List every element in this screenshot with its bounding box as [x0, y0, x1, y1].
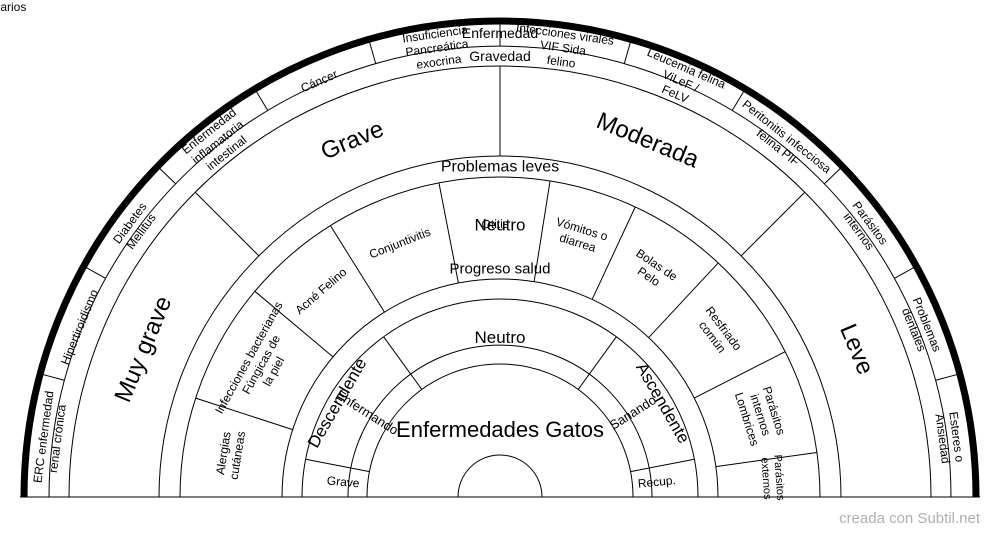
ring-arc-8	[48, 45, 952, 498]
ring1-divider-0	[305, 458, 370, 473]
ring3-divider-8	[715, 451, 817, 468]
ring-arc-0	[457, 454, 543, 498]
ring3-label-9-line: externos	[758, 457, 773, 500]
ring5-divider-3	[254, 88, 269, 111]
ring4-title: Gravedad	[469, 48, 530, 64]
ring3-title-line: Problemas leves	[441, 159, 559, 176]
ring5-title: Enfermedad	[462, 25, 538, 41]
ring4-divider-0	[194, 191, 260, 257]
ring4-divider-2	[740, 191, 806, 257]
ring-arc-4	[281, 278, 719, 498]
ring3-divider-3	[438, 182, 459, 284]
ring3-label-4: Otitis	[481, 217, 509, 231]
ring-arc-1	[366, 363, 634, 498]
ring5-divider-4	[368, 39, 377, 64]
ring5-divider-9	[894, 265, 917, 279]
ring2-label-neutro: Neutro	[474, 216, 525, 235]
ring5-label-6-line: VIF Sida	[539, 38, 587, 58]
ring3-divider-5	[591, 206, 636, 300]
ring1-label-neutro-line: Neutro	[474, 328, 525, 347]
ring1-label-text: Grave	[326, 473, 360, 490]
ring2-title-line: Progreso salud	[450, 261, 551, 278]
ring5-divider-1	[83, 265, 106, 279]
ring3-divider-0	[195, 397, 293, 431]
ring5-label-12-line: mamarios	[0, 0, 26, 14]
ring4-label-3: Leve	[834, 320, 879, 378]
ring5-label-6-line: felino	[546, 53, 577, 71]
ring4-label-1-line: Grave	[317, 115, 388, 165]
ring4-label-3-line: Leve	[834, 320, 879, 378]
ring4-label-0: Muy grave	[109, 292, 177, 406]
ring5-divider-7	[731, 88, 746, 111]
ring1-divider-1	[383, 336, 423, 390]
ring5-divider-0	[40, 373, 65, 381]
ring3-label-9-line: Parásitos	[771, 454, 786, 501]
ring5-divider-8	[824, 165, 843, 185]
ring-arc-3	[301, 298, 699, 498]
ring4-label-1: Grave	[317, 115, 388, 165]
sunburst-labels: Enfermedades GatosGraveEnfermandoNeutroS…	[0, 0, 967, 501]
ring3-label-2-line: Acné Felino	[292, 265, 349, 317]
ring5-label-11-line: Ansiedad	[932, 413, 952, 464]
ring3-title: Problemas leves	[441, 159, 559, 176]
ring5-title-line: Enfermedad	[462, 25, 538, 41]
ring5-label-5-line: exocrina	[415, 52, 462, 72]
ring3-label-3-line: Conjuntivitis	[367, 225, 432, 262]
credit-text: creada con Subtil.net	[839, 510, 980, 527]
ring5-label-12: Quistesmamarios	[0, 0, 26, 14]
ring2-label-neutro-line: Neutro	[474, 216, 525, 235]
ring1-label-4: Recup.	[637, 473, 676, 491]
ring3-divider-7	[694, 351, 786, 399]
center-label: Enfermedades Gatos	[396, 417, 604, 442]
ring3-divider-2	[330, 225, 385, 313]
ring3-divider-6	[648, 262, 719, 338]
ring5-divider-6	[623, 39, 632, 64]
ring3-divider-4	[533, 180, 551, 282]
ring-arc-5	[179, 176, 821, 498]
ring1-label-0: Grave	[326, 473, 360, 490]
ring1-label-text: Recup.	[637, 473, 676, 491]
ring3-label-0-line: Alergias	[213, 431, 234, 476]
ring1-divider-3	[630, 458, 695, 473]
ring3-label-2: Acné Felino	[292, 265, 349, 317]
ring4-title-line: Gravedad	[469, 48, 530, 64]
ring3-label-4-line: Otitis	[481, 217, 509, 231]
ring4-label-0-line: Muy grave	[109, 292, 177, 406]
ring1-label-neutro: Neutro	[474, 328, 525, 347]
ring4-label-2: Moderada	[593, 107, 704, 174]
ring2-title: Progreso salud	[450, 261, 551, 278]
ring5-label-4: Cáncer	[299, 67, 340, 95]
ring4-label-2-line: Moderada	[593, 107, 704, 174]
sunburst-structure	[20, 17, 980, 498]
ring3-divider-1	[254, 290, 334, 358]
ring5-label-4-line: Cáncer	[299, 67, 340, 95]
ring5-divider-2	[157, 165, 176, 185]
ring1-divider-2	[577, 336, 617, 390]
ring5-label-11-line: Esteres o	[946, 411, 967, 463]
ring5-divider-10	[935, 373, 960, 381]
ring-arc-2	[347, 344, 653, 498]
ring3-label-3: Conjuntivitis	[367, 225, 432, 262]
